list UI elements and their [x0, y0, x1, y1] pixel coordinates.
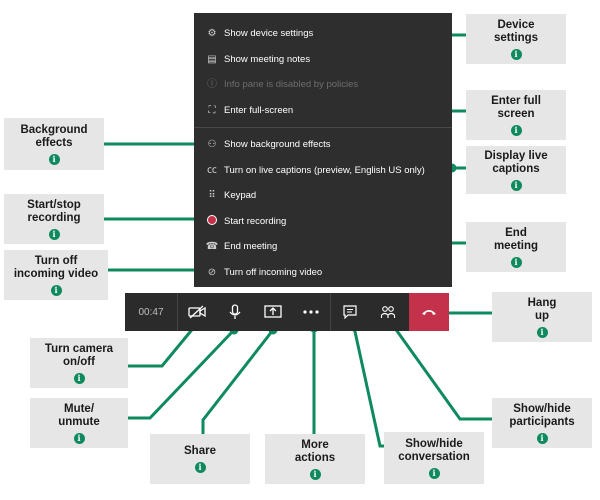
camera-toggle-button[interactable]: [178, 293, 216, 331]
menu-item-keypad[interactable]: ⠿ Keypad: [194, 183, 452, 209]
callout-background-effects: Background effects i: [4, 118, 104, 170]
menu-item-label: Show device settings: [224, 28, 314, 39]
info-icon[interactable]: i: [48, 228, 60, 240]
meeting-toolbar: 00:47: [125, 293, 449, 331]
info-icon[interactable]: i: [510, 179, 522, 191]
camera-off-icon: [188, 305, 206, 319]
conversation-toggle-button[interactable]: [331, 293, 369, 331]
callout-label: Share: [184, 445, 216, 457]
gear-icon: ⚙: [207, 28, 217, 39]
callout-more-actions: More actions i: [265, 434, 365, 484]
chat-icon: [343, 305, 357, 319]
callout-turn-off-incoming-video: Turn off incoming video i: [4, 250, 108, 300]
callout-label: Show/hide participants: [509, 402, 575, 428]
share-button[interactable]: [254, 293, 292, 331]
menu-item-meeting-notes[interactable]: ▤ Show meeting notes: [194, 47, 452, 73]
callout-label: Display live captions: [484, 149, 548, 175]
callout-start-stop-recording: Start/stop recording i: [4, 194, 104, 244]
info-icon[interactable]: i: [309, 468, 321, 480]
menu-item-background-effects[interactable]: ⚇ Show background effects: [194, 132, 452, 158]
video-off-icon: ⊘: [207, 266, 217, 278]
share-screen-icon: [264, 305, 282, 318]
end-meeting-icon: ☎: [205, 241, 219, 252]
info-icon[interactable]: i: [510, 256, 522, 268]
callout-mute-unmute: Mute/ unmute i: [30, 398, 128, 448]
callout-label: Mute/ unmute: [58, 402, 100, 428]
notes-icon: ▤: [207, 53, 217, 65]
callout-label: Device settings: [493, 18, 539, 44]
menu-item-label: Turn off incoming video: [224, 266, 323, 278]
keypad-icon: ⠿: [208, 190, 216, 201]
background-effects-icon: ⚇: [207, 139, 217, 150]
toolbar-divider: [177, 293, 178, 331]
callout-share: Share i: [150, 434, 250, 484]
mute-toggle-button[interactable]: [216, 293, 254, 331]
callout-label: Show/hide conversation: [398, 437, 470, 463]
menu-item-end-meeting[interactable]: ☎ End meeting: [194, 234, 452, 260]
callout-label: Turn camera on/off: [44, 342, 114, 368]
menu-item-label: Show meeting notes: [224, 53, 311, 65]
info-icon[interactable]: i: [73, 372, 85, 384]
info-icon[interactable]: i: [428, 467, 440, 479]
info-icon[interactable]: i: [536, 326, 548, 338]
menu-item-label: Info pane is disabled by policies: [224, 79, 359, 90]
menu-item-device-settings[interactable]: ⚙ Show device settings: [194, 21, 452, 47]
hang-up-button[interactable]: [409, 293, 449, 331]
callout-end-meeting: End meeting i: [466, 222, 566, 272]
menu-item-full-screen[interactable]: ⛶ Enter full-screen: [194, 98, 452, 124]
participants-icon: [380, 306, 396, 318]
hang-up-icon: [422, 310, 436, 315]
menu-item-label: Turn on live captions (preview, English …: [224, 164, 425, 176]
fullscreen-icon: ⛶: [208, 104, 216, 116]
callout-show-hide-participants: Show/hide participants i: [492, 398, 592, 448]
callout-label: Enter full screen: [491, 94, 541, 120]
menu-item-label: End meeting: [224, 241, 278, 252]
participants-toggle-button[interactable]: [369, 293, 407, 331]
menu-item-start-recording[interactable]: Start recording: [194, 209, 452, 235]
callout-label: End meeting: [493, 226, 539, 252]
menu-divider: [194, 127, 452, 128]
ellipsis-icon: [303, 310, 319, 314]
menu-item-info-pane: ⓘ Info pane is disabled by policies: [194, 72, 452, 98]
info-icon[interactable]: i: [510, 48, 522, 60]
toolbar-divider: [330, 293, 331, 331]
callout-enter-full-screen: Enter full screen i: [466, 90, 566, 140]
info-icon[interactable]: i: [510, 124, 522, 136]
callout-hang-up: Hang up i: [492, 292, 592, 342]
record-icon: [205, 209, 219, 235]
microphone-icon: [229, 304, 241, 319]
callout-label: Start/stop recording: [27, 198, 81, 224]
info-icon[interactable]: i: [194, 462, 206, 473]
callout-show-hide-conversation: Show/hide conversation i: [384, 432, 484, 484]
menu-item-live-captions[interactable]: ㏄ Turn on live captions (preview, Englis…: [194, 158, 452, 184]
info-icon[interactable]: i: [73, 432, 85, 444]
menu-item-label: Show background effects: [224, 139, 331, 150]
more-actions-menu: ⚙ Show device settings ▤ Show meeting no…: [194, 13, 452, 287]
menu-item-label: Keypad: [224, 190, 257, 201]
call-timer: 00:47: [138, 306, 164, 318]
callout-label: More actions: [294, 438, 336, 464]
info-icon: ⓘ: [207, 79, 217, 90]
captions-icon: ㏄: [207, 164, 217, 176]
callout-turn-camera-on-off: Turn camera on/off i: [30, 338, 128, 388]
info-icon[interactable]: i: [536, 432, 548, 444]
menu-item-label: Enter full-screen: [224, 104, 294, 116]
callout-label: Turn off incoming video: [13, 254, 99, 280]
info-icon[interactable]: i: [48, 153, 60, 165]
info-icon[interactable]: i: [50, 284, 62, 296]
callout-display-live-captions: Display live captions i: [466, 146, 566, 194]
callout-label: Hang up: [527, 296, 557, 322]
callout-device-settings: Device settings i: [466, 14, 566, 64]
menu-item-turn-off-incoming-video[interactable]: ⊘ Turn off incoming video: [194, 260, 452, 286]
more-actions-button[interactable]: [292, 293, 330, 331]
callout-label: Background effects: [20, 123, 88, 149]
menu-item-label: Start recording: [224, 215, 287, 227]
